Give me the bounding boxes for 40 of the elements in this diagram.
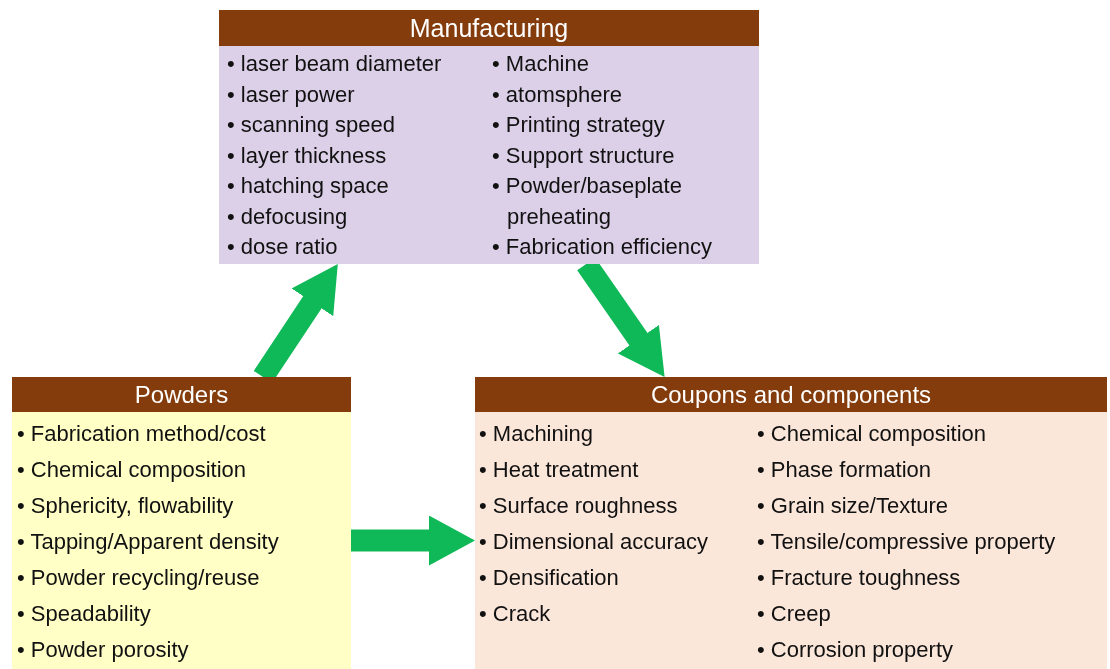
card-title: Manufacturing [219, 10, 759, 46]
list-item: • Heat treatment [478, 456, 639, 484]
list-item: • Chemical composition [756, 420, 986, 448]
info-card [219, 10, 759, 264]
card-title: Coupons and components [475, 377, 1107, 412]
list-item: • layer thickness [226, 141, 387, 170]
list-item: • Phase formation [756, 456, 931, 484]
list-item: • Tensile/compressive property [756, 528, 1056, 556]
list-item: • Densification [478, 564, 620, 592]
list-item: • Dimensional accuracy [478, 528, 708, 556]
list-item: • Fracture toughness [756, 564, 961, 592]
list-item: • scanning speed [226, 111, 395, 139]
list-item: • Support structure [491, 141, 675, 170]
list-item: • Grain size/Texture [756, 492, 949, 520]
list-item: • Powder porosity [16, 636, 189, 664]
list-item: • Fabrication efficiency [491, 233, 713, 261]
list-item: • atomsphere [491, 80, 623, 109]
list-item: • Chemical composition [16, 456, 246, 484]
list-item: • dose ratio [226, 233, 338, 261]
list-item: • Tapping/Apparent density [16, 528, 279, 556]
list-item: • Powder/baseplate preheating [491, 172, 683, 231]
list-item: • Printing strategy [491, 111, 665, 139]
card-title: Powders [12, 377, 351, 412]
list-item: • Creep [756, 600, 832, 628]
info-card [475, 377, 1107, 669]
list-item: • Sphericity, flowability [16, 492, 234, 520]
list-item: • Machining [478, 420, 595, 448]
list-item: • hatching space [226, 172, 389, 200]
list-item: • Crack [478, 600, 552, 628]
list-item: • Speadability [16, 600, 152, 628]
list-item: • Corrosion property [756, 636, 953, 664]
list-item: • laser beam diameter [226, 50, 442, 78]
list-item: • Machine [491, 50, 590, 78]
arrow [351, 515, 475, 566]
list-item: • defocusing [226, 202, 349, 231]
list-item: • laser power [226, 80, 355, 109]
list-item: • Fabrication method/cost [16, 420, 266, 448]
list-item: • Powder recycling/reuse [16, 564, 260, 592]
list-item: • Surface roughness [478, 492, 678, 520]
info-card [12, 377, 351, 669]
